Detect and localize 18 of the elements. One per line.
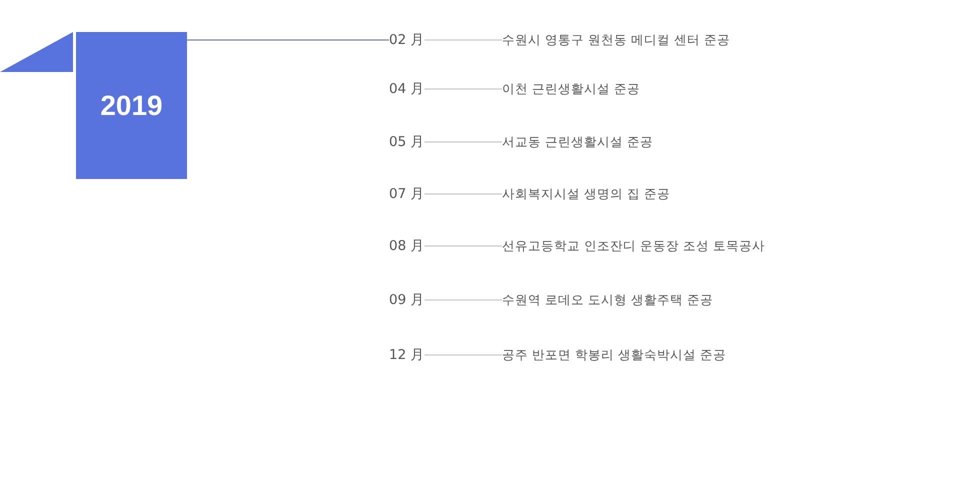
month-label: 09 月: [389, 291, 424, 309]
event-text: 수원역 로데오 도시형 생활주택 준공: [502, 291, 713, 309]
connector-line: [424, 354, 502, 356]
month-label: 05 月: [389, 133, 424, 151]
year-label: 2019: [100, 90, 163, 122]
event-text: 선유고등학교 인조잔디 운동장 조성 토목공사: [502, 237, 765, 255]
event-text: 서교동 근린생활시설 준공: [502, 133, 653, 151]
year-box: [76, 32, 187, 179]
event-text: 이천 근린생활시설 준공: [502, 80, 640, 98]
event-text: 수원시 영통구 원천동 메디컬 센터 준공: [502, 31, 730, 49]
month-label: 04 月: [389, 80, 424, 98]
event-text: 사회복지시설 생명의 집 준공: [502, 185, 670, 203]
month-label: 07 月: [389, 185, 424, 203]
month-label: 12 月: [389, 346, 424, 364]
event-text: 공주 반포면 학봉리 생활숙박시설 준공: [502, 346, 726, 364]
month-label: 02 月: [389, 31, 424, 49]
month-label: 08 月: [389, 237, 424, 255]
connector-line: [424, 88, 502, 90]
